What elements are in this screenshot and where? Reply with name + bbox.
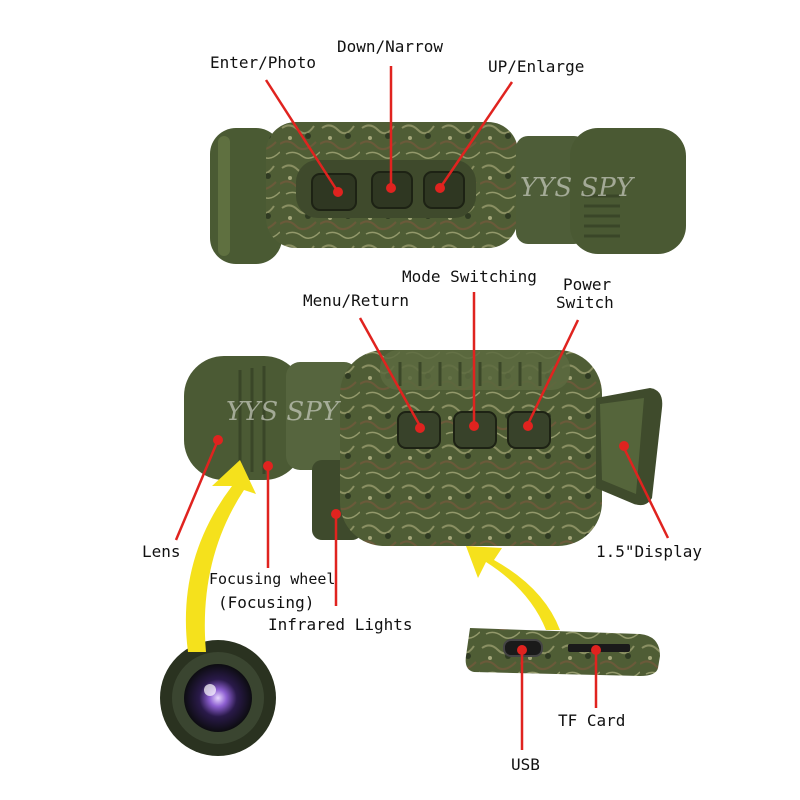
device-main-view: YYS SPY: [184, 350, 663, 546]
port-closeup: [465, 628, 660, 676]
top-watermark: YYS SPY: [520, 173, 636, 203]
callout-lines: [174, 66, 670, 750]
label-mode-switching: Mode Switching: [402, 267, 537, 286]
main-watermark: YYS SPY: [226, 397, 342, 427]
label-focusing-sub: (Focusing): [218, 593, 315, 612]
label-power-switch-line1: Power: [563, 275, 612, 294]
yellow-arrow-port: [466, 546, 560, 630]
label-usb: USB: [511, 755, 540, 774]
label-tf-card: TF Card: [558, 711, 626, 730]
yellow-arrow-lens: [185, 460, 256, 652]
top-lens-barrel: [516, 136, 586, 244]
label-infrared-lights: Infrared Lights: [268, 615, 413, 634]
label-lens: Lens: [142, 542, 181, 561]
label-display: 1.5"Display: [596, 542, 702, 561]
lens-closeup: [160, 640, 276, 756]
label-down-narrow: Down/Narrow: [337, 37, 443, 56]
label-focusing-wheel: Focusing wheel: [209, 570, 336, 588]
label-menu-return: Menu/Return: [303, 291, 409, 310]
label-up-enlarge: UP/Enlarge: [488, 57, 585, 76]
callout-dots: [213, 183, 629, 655]
label-power-switch-line2: Switch: [556, 293, 614, 312]
device-top-view: YYS SPY: [210, 122, 686, 264]
label-enter-photo: Enter/Photo: [210, 53, 316, 72]
